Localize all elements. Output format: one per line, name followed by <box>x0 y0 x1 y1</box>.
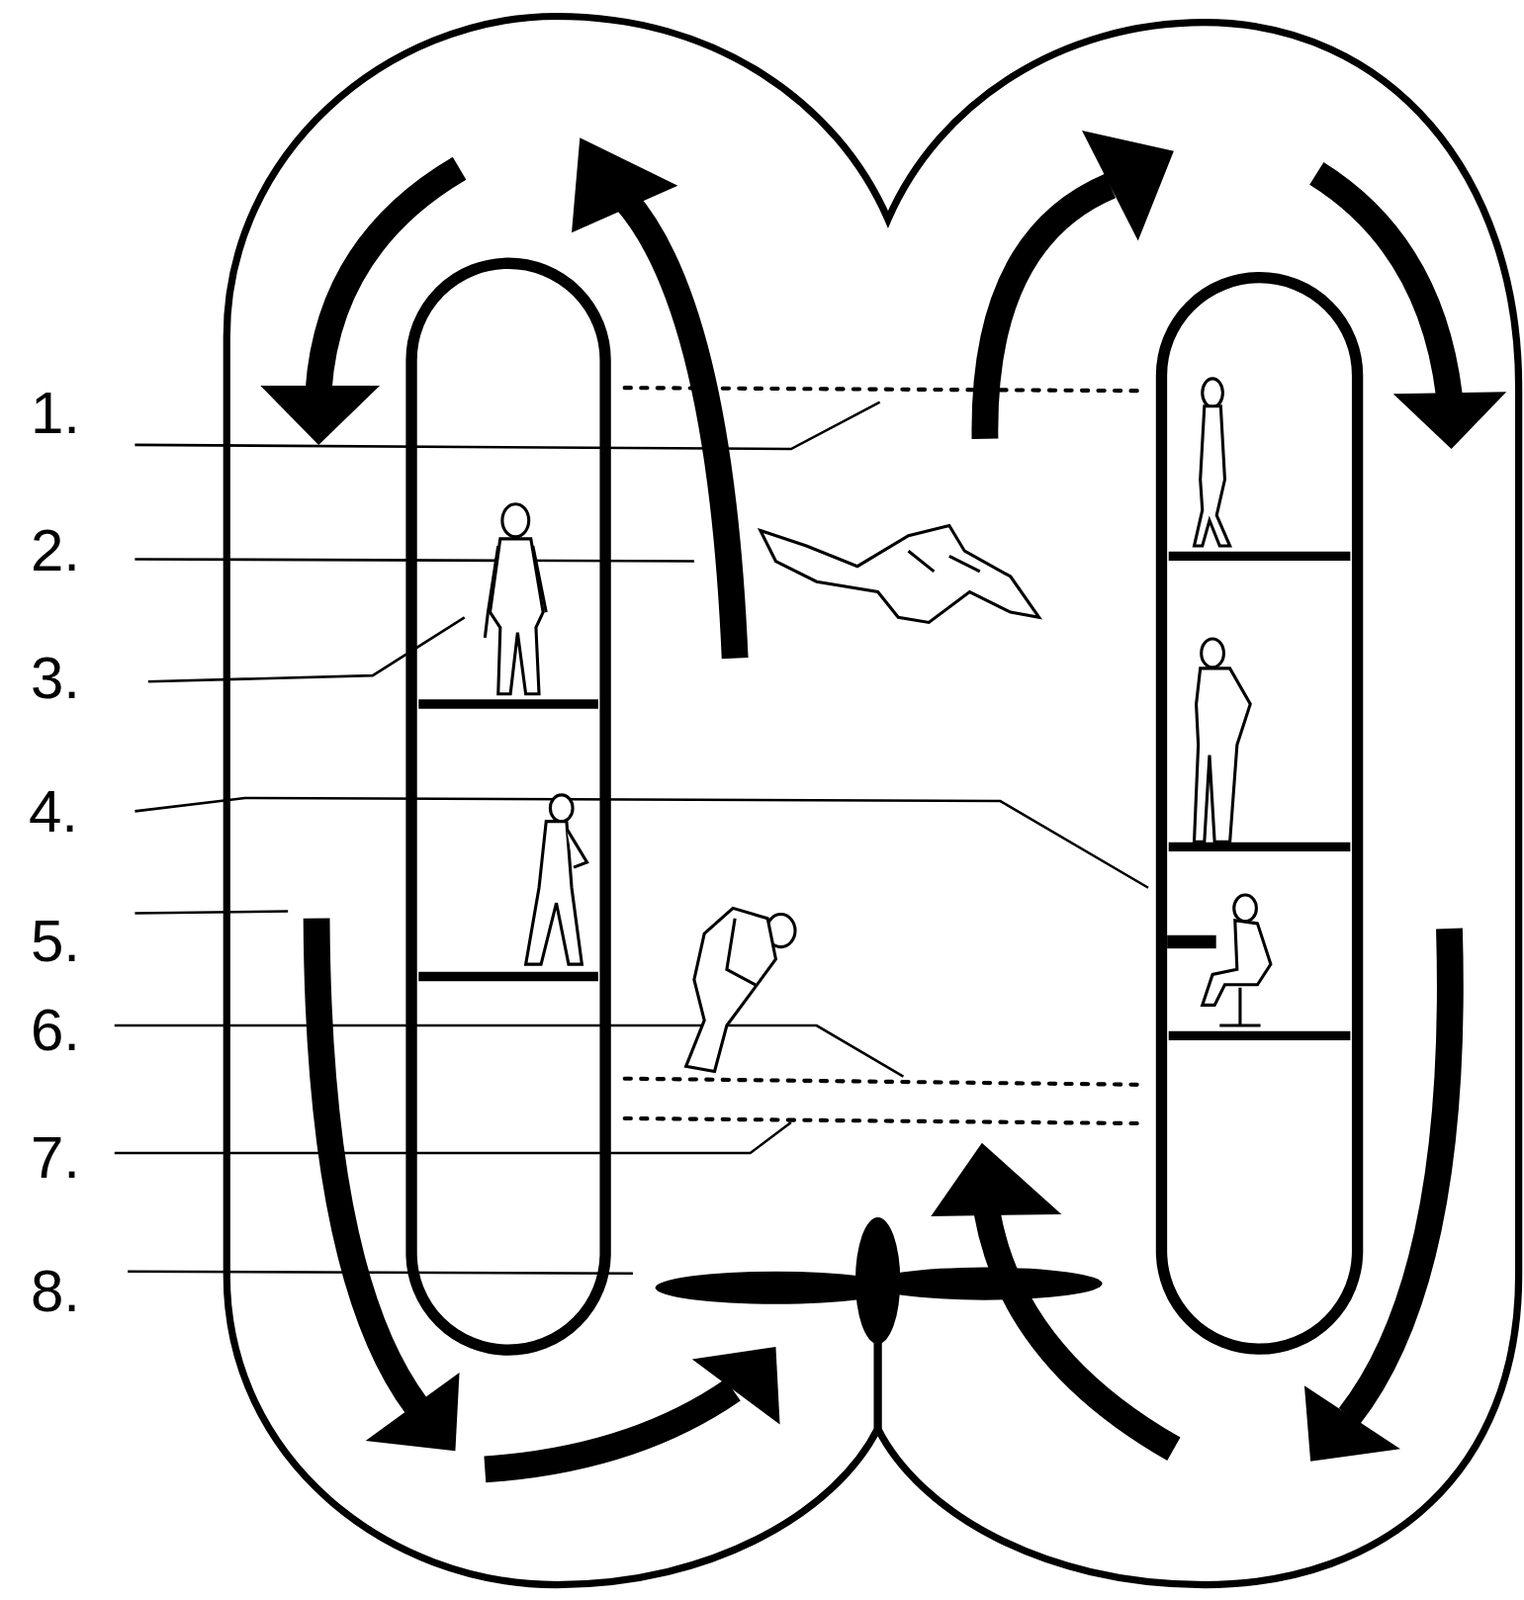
leader-line <box>134 558 694 561</box>
arrow-head <box>571 137 678 233</box>
figure-head <box>1201 638 1225 668</box>
figure-arm <box>566 828 588 868</box>
callout-number: 5. <box>30 911 81 972</box>
leader-line <box>134 798 1149 889</box>
callout-number: 6. <box>30 1000 81 1061</box>
air-flow-arrow <box>484 1389 733 1469</box>
people-figures <box>484 378 1271 1073</box>
arrow-head <box>692 1346 781 1425</box>
seated-worker <box>1168 895 1271 1026</box>
callout-number: 8. <box>30 1261 81 1322</box>
arrow-heads <box>260 130 1507 1462</box>
figure-body <box>1194 668 1252 842</box>
floor <box>1168 842 1351 852</box>
arrow-head <box>260 385 380 446</box>
standing-woman <box>484 504 546 695</box>
fan-hub <box>855 1217 900 1345</box>
figure-head <box>549 795 573 822</box>
figure-head <box>1202 378 1224 408</box>
fan-blade <box>867 1267 1102 1301</box>
air-flow-arrow <box>316 918 417 1407</box>
arrow-head <box>1304 1385 1401 1461</box>
standing-man <box>1194 638 1252 842</box>
chair <box>1219 987 1260 1026</box>
air-flow-arrow <box>986 1212 1174 1449</box>
figure-arm <box>726 918 756 986</box>
walking-man <box>526 795 588 965</box>
air-flow-arrows <box>316 168 1450 1470</box>
figure-head <box>502 504 530 538</box>
figure-body <box>1194 406 1231 546</box>
crouching-figure <box>686 907 796 1072</box>
figure-head <box>1234 895 1257 922</box>
air-flow-arrow <box>1316 173 1449 396</box>
leader-line <box>134 402 880 449</box>
figure-body <box>686 907 777 1072</box>
callout-number: 2. <box>30 521 81 581</box>
figure-limb <box>908 550 981 572</box>
callout-number: 1. <box>30 383 81 444</box>
leader-line <box>114 1025 904 1077</box>
arrow-head <box>1081 130 1174 241</box>
callout-number: 7. <box>30 1128 81 1188</box>
leader-line <box>127 1271 633 1274</box>
standing-figure <box>1194 378 1231 546</box>
air-flow-arrow <box>985 185 1111 440</box>
leader-line <box>134 910 288 913</box>
leader-line <box>148 617 465 682</box>
callout-number: 3. <box>30 648 81 709</box>
fan <box>655 1217 1103 1430</box>
floor <box>418 972 599 982</box>
desk <box>1168 936 1215 947</box>
floor <box>1168 551 1351 561</box>
floor <box>418 699 599 709</box>
dashed-lines <box>625 387 1144 1124</box>
air-flow-arrow <box>318 168 459 390</box>
leader-lines <box>114 402 1149 1274</box>
figure-body <box>760 525 1040 623</box>
dashed-line <box>625 1118 1144 1124</box>
arrow-head <box>1393 391 1508 449</box>
dashed-line <box>625 1078 1144 1085</box>
arrow-head <box>365 1372 460 1451</box>
air-flow-arrow <box>1348 928 1450 1417</box>
leader-line <box>114 1122 792 1154</box>
figure-body <box>1202 920 1271 1006</box>
air-flow-arrow <box>625 198 735 658</box>
callout-number: 4. <box>28 782 79 842</box>
arrow-head <box>930 1143 1062 1217</box>
floor <box>1168 1031 1351 1041</box>
lying-figure <box>760 525 1040 623</box>
right-tower <box>1161 277 1357 1349</box>
figure-arm <box>484 545 546 638</box>
fan-stand <box>873 1326 882 1429</box>
left-tower <box>411 263 606 1350</box>
